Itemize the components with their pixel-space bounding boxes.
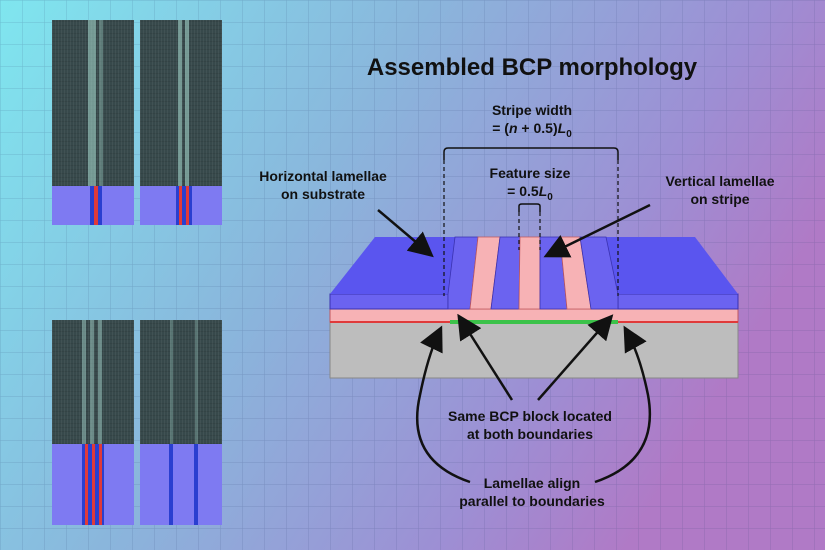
- sem-panel-1: [52, 20, 134, 225]
- same-block-label: Same BCP block located at both boundarie…: [448, 408, 612, 442]
- sem-panel-2: [140, 20, 222, 225]
- diagram-title: Assembled BCP morphology: [366, 54, 698, 81]
- stripe-width-label: Stripe width = (n + 0.5)L0: [491, 102, 573, 140]
- green-guide-stripe: [450, 320, 618, 324]
- vertical-lamellae-label: Vertical lamellae on stripe: [665, 173, 775, 207]
- lamellae-align-label: Lamellae align parallel to boundaries: [459, 475, 605, 509]
- lamella-blue-4: [579, 236, 619, 310]
- arrow-same-block-right: [537, 314, 614, 401]
- horizontal-lamellae-label: Horizontal lamellae on substrate: [259, 168, 387, 202]
- arrow-align-left: [415, 325, 471, 484]
- sem-panel-4: [140, 320, 222, 525]
- blue-top-surface-right: [606, 237, 738, 294]
- lamella-pink-2: [518, 236, 541, 310]
- arrow-vertical: [543, 203, 651, 258]
- substrate-front: [329, 321, 739, 379]
- blue-top-surface-left: [330, 237, 455, 294]
- arrow-align-right: [594, 325, 652, 484]
- arrow-same-block-left: [457, 313, 514, 401]
- arrow-horizontal: [377, 209, 434, 258]
- sem-panel-3: [52, 320, 134, 525]
- blue-layer-front-left: [329, 293, 449, 310]
- blue-layer-front-right: [617, 293, 739, 310]
- feature-size-label: Feature size = 0.5L0: [489, 165, 571, 203]
